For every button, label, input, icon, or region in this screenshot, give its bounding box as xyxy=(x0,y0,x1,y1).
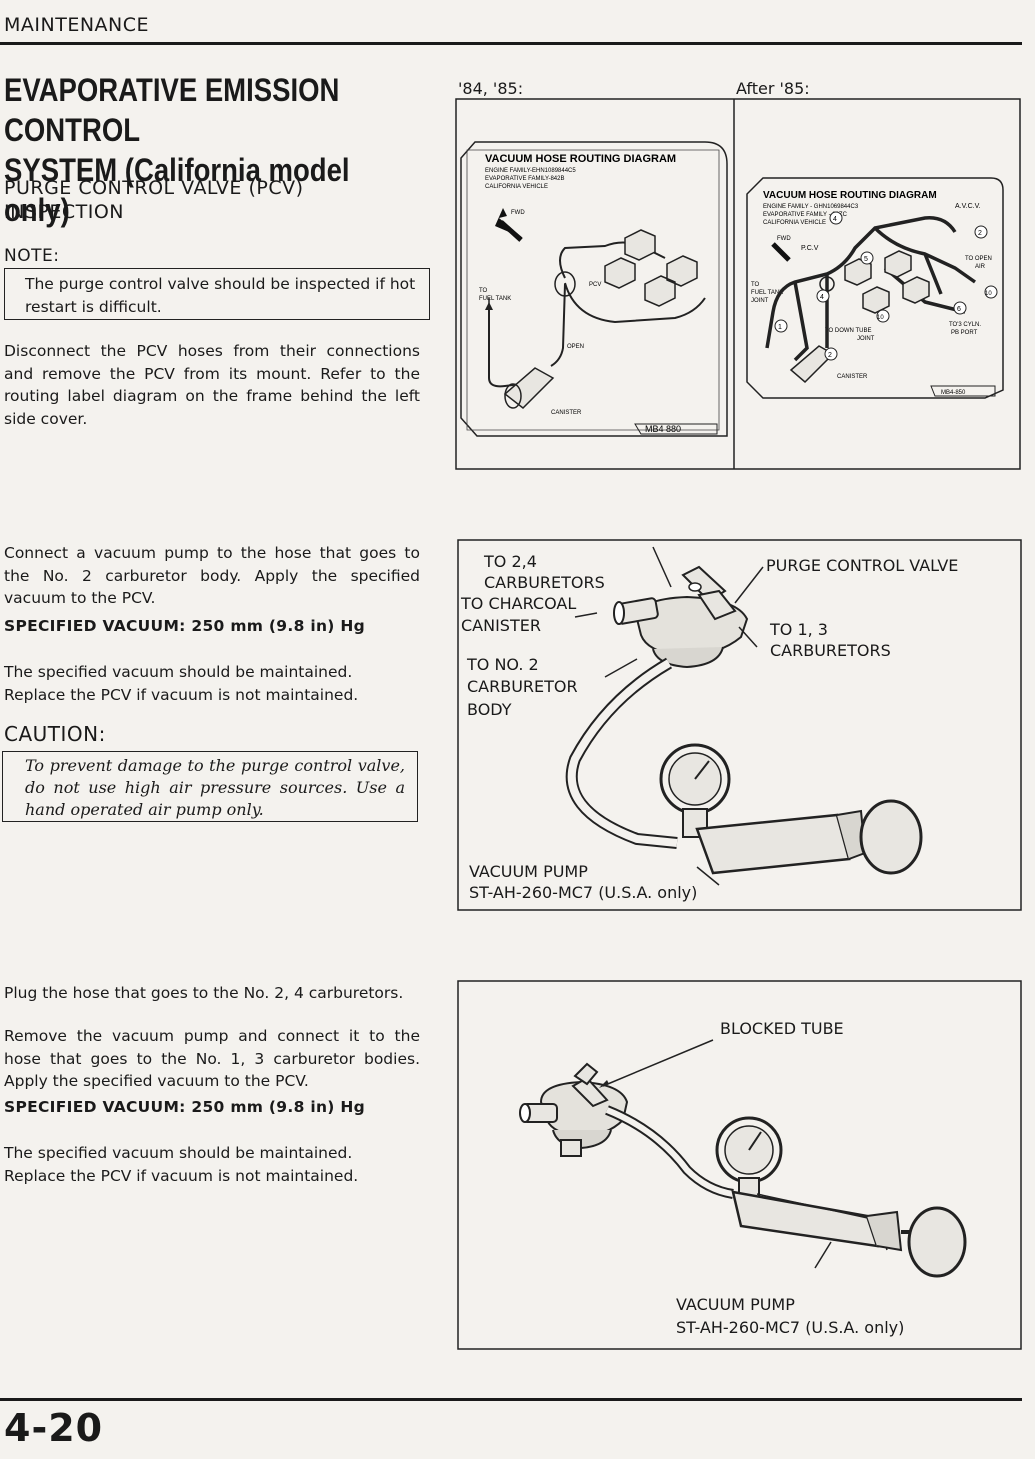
note-box: The purge control valve should be inspec… xyxy=(4,268,430,320)
callout-2b: 2 xyxy=(828,352,832,359)
right-diagram-pcv: P.C.V xyxy=(801,245,819,252)
label-vacuum-pump-2: VACUUM PUMP xyxy=(676,1295,795,1314)
left-diagram-fwd: FWD xyxy=(511,210,525,216)
pump-handle-icon xyxy=(859,799,923,875)
callout-10b: 10 xyxy=(877,315,884,321)
callout-10a: 10 xyxy=(985,291,992,297)
paragraph-plug: Plug the hose that goes to the No. 2, 4 … xyxy=(4,984,404,1002)
right-diagram-joint: JOINT xyxy=(751,298,769,304)
label-body: BODY xyxy=(467,700,512,719)
label-to-24: TO 2,4 xyxy=(484,552,537,571)
right-diagram-fwd: FWD xyxy=(777,236,791,242)
paragraph-maintain-1: The specified vacuum should be maintaine… xyxy=(4,663,359,704)
right-diagram-engine-family: ENGINE FAMILY - GHN1069844C3 xyxy=(763,204,859,210)
right-diagram-to-down-tube: TO DOWN TUBE xyxy=(825,328,871,334)
left-diagram-pcv: PCV xyxy=(589,282,601,288)
specified-vacuum-2: SPECIFIED VACUUM: 250 mm (9.8 in) Hg xyxy=(4,1098,366,1116)
label-to-24-carburetors: CARBURETORS xyxy=(484,573,605,592)
routing-diagram-figure: VACUUM HOSE ROUTING DIAGRAM ENGINE FAMIL… xyxy=(455,98,1021,470)
right-diagram-avcv: A.V.C.V. xyxy=(955,203,981,210)
callout-4: 4 xyxy=(833,216,837,223)
right-diagram-code: MB4-850 xyxy=(941,390,966,396)
paragraph-remove: Remove the vacuum pump and connect it to… xyxy=(4,1027,420,1090)
left-diagram-to: TO xyxy=(479,288,488,294)
vacuum-pump-illustration xyxy=(715,1116,967,1278)
purge-control-valve-illustration xyxy=(519,1062,629,1157)
callout-6: 6 xyxy=(957,306,961,313)
label-canister: CANISTER xyxy=(461,616,541,635)
callout-5: 5 xyxy=(864,256,868,263)
fwd-arrow-icon xyxy=(495,208,523,238)
right-diagram-fuel-tank: FUEL TANK xyxy=(751,290,783,296)
fwd-arrow-icon xyxy=(771,242,791,262)
label-purge-control-valve: PURGE CONTROL VALVE xyxy=(766,556,959,575)
pcv-test-figure-1 xyxy=(457,539,1022,911)
label-to-charcoal: TO CHARCOAL xyxy=(461,594,577,613)
right-diagram-to: TO xyxy=(751,282,760,288)
footer-rule xyxy=(0,1398,1022,1401)
left-diagram-code: MB4 880 xyxy=(645,424,681,434)
right-diagram-title: VACUUM HOSE ROUTING DIAGRAM xyxy=(763,190,937,201)
note-label: NOTE: xyxy=(4,246,60,266)
callout-1: 1 xyxy=(778,324,782,331)
paragraph-maintain-2: The specified vacuum should be maintaine… xyxy=(4,1144,359,1185)
left-diagram-open: OPEN xyxy=(567,344,584,350)
page-number: 4-20 xyxy=(4,1406,104,1450)
caution-box: To prevent damage to the purge control v… xyxy=(2,751,418,822)
paragraph-connect: Connect a vacuum pump to the hose that g… xyxy=(4,544,420,607)
section-header: MAINTENANCE xyxy=(4,14,150,36)
callout-4b: 4 xyxy=(820,294,824,301)
left-diagram-engine-family: ENGINE FAMILY-EHN1089844C5 xyxy=(485,168,576,174)
left-diagram-title: VACUUM HOSE ROUTING DIAGRAM xyxy=(485,153,676,165)
label-to-13: TO 1, 3 xyxy=(770,620,828,639)
figure1-label-right: After '85: xyxy=(736,79,810,98)
label-pump-part-number-2: ST-AH-260-MC7 (U.S.A. only) xyxy=(676,1318,905,1337)
paragraph-disconnect: Disconnect the PCV hoses from their conn… xyxy=(4,342,420,428)
right-diagram-to-open: TO OPEN xyxy=(965,256,992,262)
section-subtitle: PURGE CONTROL VALVE (PCV) INSPECTION xyxy=(4,177,304,223)
pcv-test-figure-2 xyxy=(457,980,1022,1350)
right-diagram-pb-port: PB PORT xyxy=(951,330,978,336)
label-pump-part-number: ST-AH-260-MC7 (U.S.A. only) xyxy=(469,883,698,902)
purge-control-valve-illustration xyxy=(613,565,749,669)
blocked-tube-icon xyxy=(573,1062,599,1086)
right-diagram-canister: CANISTER xyxy=(837,374,868,380)
label-to-no2: TO NO. 2 xyxy=(467,655,539,674)
right-diagram-to-cyln: TO'3 CYLN. xyxy=(949,322,981,328)
label-carburetor: CARBURETOR xyxy=(467,677,578,696)
label-vacuum-pump: VACUUM PUMP xyxy=(469,862,588,881)
figure1-label-left: '84, '85: xyxy=(458,79,524,98)
vacuum-pump-illustration xyxy=(659,743,923,875)
routing-label-84-85: VACUUM HOSE ROUTING DIAGRAM ENGINE FAMIL… xyxy=(460,141,728,437)
callout-2a: 2 xyxy=(978,230,982,237)
left-diagram-canister: CANISTER xyxy=(551,410,582,416)
header-rule xyxy=(0,42,1022,45)
label-blocked-tube: BLOCKED TUBE xyxy=(720,1019,844,1038)
caution-label: CAUTION: xyxy=(4,722,106,746)
specified-vacuum-1: SPECIFIED VACUUM: 250 mm (9.8 in) Hg xyxy=(4,617,366,635)
left-diagram-evap-family: EVAPORATIVE FAMILY-842B xyxy=(485,176,564,182)
right-diagram-evap-family: EVAPORATIVE FAMILY - 86ZC xyxy=(763,212,848,218)
left-diagram-fuel-tank: FUEL TANK xyxy=(479,296,511,302)
right-diagram-joint-2: JOINT xyxy=(857,336,875,342)
left-diagram-california: CALIFORNIA VEHICLE xyxy=(485,184,548,190)
pump-handle-icon xyxy=(907,1206,967,1278)
page-title: EVAPORATIVE EMISSION CONTROL SYSTEM (Cal… xyxy=(4,72,350,228)
right-diagram-california: CALIFORNIA VEHICLE xyxy=(763,220,826,226)
right-diagram-air: AIR xyxy=(975,264,986,270)
routing-label-after-85: VACUUM HOSE ROUTING DIAGRAM ENGINE FAMIL… xyxy=(746,177,1004,399)
label-to-13-carburetors: CARBURETORS xyxy=(770,641,891,660)
